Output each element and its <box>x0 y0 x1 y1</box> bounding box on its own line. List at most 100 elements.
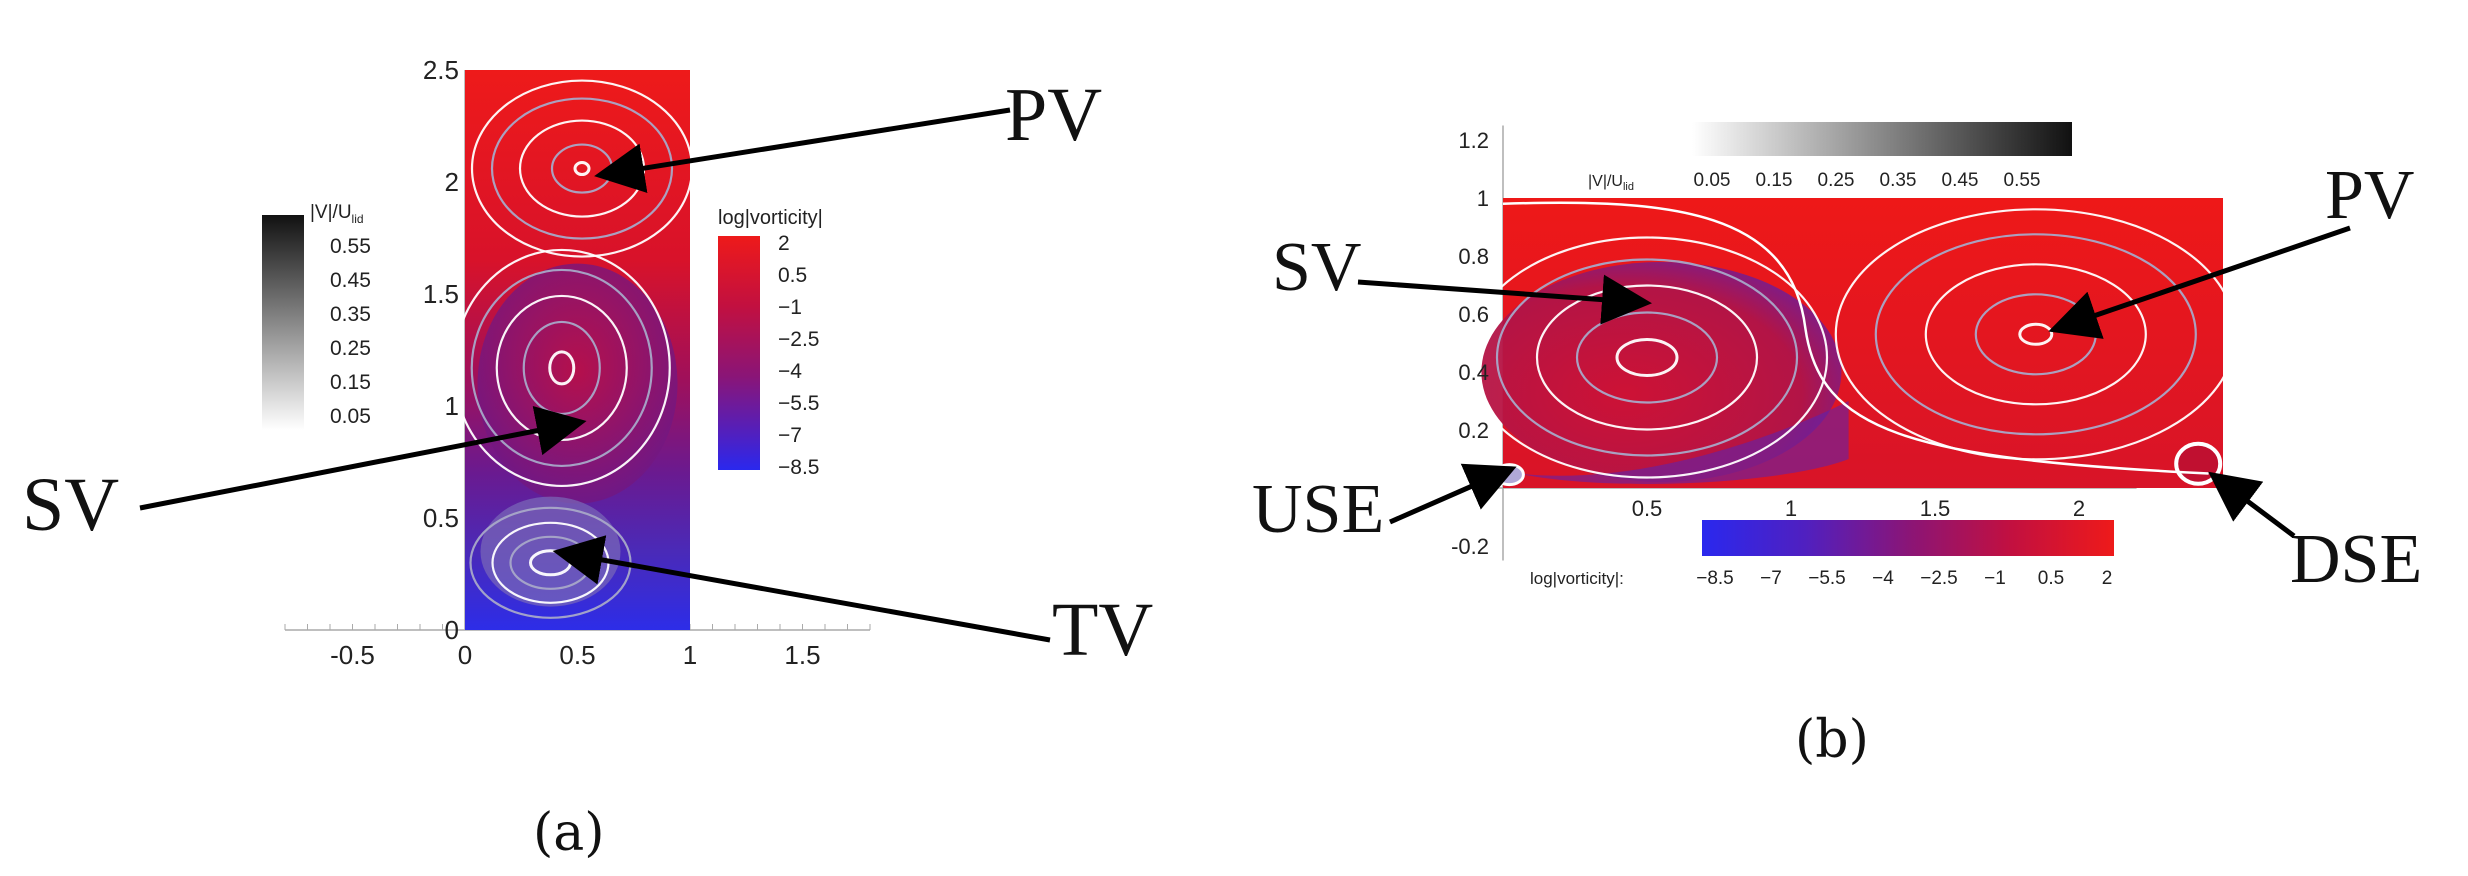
panel-b-y-tick-label: 1 <box>1477 186 1489 211</box>
panel-a-sv-streamline <box>470 268 653 468</box>
panel-b-vorticity-field <box>1481 198 2223 488</box>
panel-a-arrow-tv <box>552 535 1051 643</box>
panel-b-pv-streamline <box>1874 233 2197 436</box>
panel-b-arrow-pv <box>2048 225 2351 339</box>
panel-b-vorticity-colorbar: log|vorticity|: −8.5 −7 −5.5 −4 −2.5 −1 0.5 2 <box>1530 520 2114 589</box>
panel-b-label-pv: PV <box>2325 157 2414 234</box>
panel-b-y-tick-label: 0.4 <box>1458 360 1489 385</box>
panel-a-y-tick-label: 1.5 <box>423 279 459 309</box>
panel-a-speed-colorbar-tick: 0.35 <box>330 303 371 326</box>
panel-b-x-tick-label: 0.5 <box>1632 496 1663 521</box>
panel-a-vorticity-colorbar-tick: −7 <box>778 424 802 447</box>
panel-a-vorticity-colorbar-tick: −1 <box>778 296 802 319</box>
panel-b-arrow-dse <box>2208 471 2296 539</box>
panel-a-speed-colorbar-tick: 0.55 <box>330 235 371 258</box>
panel-a-speed-colorbar-scale <box>262 215 304 430</box>
panel-b-vorticity-colorbar-tick: −7 <box>1760 568 1782 589</box>
panel-a-vorticity-colorbar-tick: −5.5 <box>778 392 819 415</box>
panel-b-x-tick-label: 1 <box>1785 496 1797 521</box>
panel-a-y-tick-label: 2 <box>445 167 459 197</box>
panel-b-speed-colorbar-tick: 0.55 <box>2004 170 2041 191</box>
panel-a-arrow-sv <box>139 406 587 511</box>
panel-b-arrow-use <box>1388 463 1517 525</box>
panel-a-label-tv: TV <box>1052 588 1153 672</box>
panel-b-sv-streamline <box>1495 258 1799 457</box>
panel-a-speed-colorbar-tick: 0.45 <box>330 269 371 292</box>
panel-b-y-tick-label: 0.8 <box>1458 244 1489 269</box>
panel-b-x-tick-label: 1.5 <box>1920 496 1951 521</box>
panel-a-speed-colorbar-tick: 0.25 <box>330 337 371 360</box>
panel-b-speed-colorbar-tick: 0.15 <box>1756 170 1793 191</box>
panel-a-y-tick-label: 1 <box>445 391 459 421</box>
panel-a-x-tick-label: -0.5 <box>330 640 375 670</box>
panel-a-x-tick-label: 0.5 <box>559 640 595 670</box>
panel-b-vorticity-colorbar-tick: 2 <box>2102 568 2113 589</box>
panel-b-speed-colorbar-tick: 0.25 <box>1818 170 1855 191</box>
panel-a-arrow-pv <box>594 107 1011 193</box>
panel-a-vorticity-colorbar-scale <box>718 236 760 470</box>
panel-a-vorticity-colorbar: log|vorticity| 2 0.5 −1 −2.5 −4 −5.5 −7 −8.5 <box>718 207 823 479</box>
panel-b-speed-colorbar-tick: 0.05 <box>1694 170 1731 191</box>
panel-b-vorticity-colorbar-tick: −1 <box>1984 568 2006 589</box>
panel-a-x-tick-label: 1 <box>683 640 697 670</box>
panel-b-label-use: USE <box>1252 471 1384 548</box>
panel-a-vorticity-colorbar-tick: −2.5 <box>778 328 819 351</box>
panel-b-speed-colorbar-tick: 0.35 <box>1880 170 1917 191</box>
panel-a: -0.5 0 0.5 1 1.5 0 0.5 1 1.5 2 2.5 |V|/Ulid 0.55 0.… <box>22 55 1153 863</box>
panel-b-label-sv: SV <box>1272 229 1361 306</box>
panel-b-dse-streamline <box>2174 441 2223 486</box>
panel-b-vorticity-colorbar-tick: −4 <box>1872 568 1894 589</box>
panel-b-y-tick-label: -0.2 <box>1451 534 1489 559</box>
panel-b-speed-colorbar-scale <box>1692 122 2072 156</box>
panel-a-vorticity-colorbar-tick: 0.5 <box>778 264 807 287</box>
panel-a-tick-labels: -0.5 0 0.5 1 1.5 0 0.5 1 1.5 2 2.5 <box>330 55 820 670</box>
panel-a-y-tick-label: 0.5 <box>423 503 459 533</box>
panel-b-x-tick-label: 2 <box>2073 496 2085 521</box>
panel-b-speed-colorbar-tick: 0.45 <box>1942 170 1979 191</box>
panel-a-pv-streamline <box>573 161 591 177</box>
panel-a-label: (a) <box>533 803 605 863</box>
panel-b-vorticity-colorbar-tick: 0.5 <box>2038 568 2064 589</box>
panel-b-vorticity-colorbar-tick: −8.5 <box>1696 568 1734 589</box>
panel-a-label-sv: SV <box>22 463 119 547</box>
panel-a-x-tick-label: 1.5 <box>784 640 820 670</box>
panel-b-vorticity-colorbar-tick: −5.5 <box>1808 568 1846 589</box>
panel-a-vorticity-colorbar-tick: −8.5 <box>778 456 819 479</box>
panel-a-pv-streamline <box>470 79 694 258</box>
panel-a-vortex-labels: PV SV TV <box>22 73 1153 672</box>
panel-a-y-tick-label: 0 <box>445 615 459 645</box>
panel-b-speed-colorbar: |V|/Ulid 0.05 0.15 0.25 0.35 0.45 0.55 <box>1588 122 2072 193</box>
panel-a-sv-streamline <box>452 248 671 488</box>
panel-b-label: (b) <box>1795 710 1869 770</box>
panel-b-vortex-labels: PV SV USE DSE <box>1252 157 2422 598</box>
panel-b-arrow-sv <box>1357 274 1652 325</box>
panel-b-vorticity-colorbar-title: log|vorticity|: <box>1530 569 1624 588</box>
panel-a-label-pv: PV <box>1005 73 1102 157</box>
panel-b-vorticity-colorbar-scale <box>1702 520 2114 556</box>
panel-b-y-tick-label: 0.2 <box>1458 418 1489 443</box>
panel-a-vorticity-colorbar-tick: 2 <box>778 232 790 255</box>
panel-a-x-tick-label: 0 <box>458 640 472 670</box>
panel-b-y-tick-label: 0.6 <box>1458 302 1489 327</box>
panel-a-speed-colorbar: |V|/Ulid 0.55 0.45 0.35 0.25 0.15 0.05 <box>262 202 371 430</box>
panel-a-sv-streamline <box>548 350 576 386</box>
panel-a-speed-colorbar-title: |V|/Ulid <box>310 202 364 226</box>
panel-a-pv-streamline <box>490 97 674 240</box>
panel-a-secondary-vortex-core <box>477 263 678 504</box>
panel-b-low-vorticity-band <box>1517 401 1849 484</box>
panel-b-y-tick-label: 1.2 <box>1458 128 1489 153</box>
panel-b-separatrix-streamline <box>1502 201 2209 475</box>
panel-b-sv-streamline <box>1465 236 1829 479</box>
panel-b-label-dse: DSE <box>2290 521 2422 598</box>
panel-a-speed-colorbar-tick: 0.05 <box>330 405 371 428</box>
panel-a-y-tick-label: 2.5 <box>423 55 459 85</box>
panel-b-pv-streamline <box>1924 263 2147 406</box>
panel-b-speed-colorbar-title: |V|/Ulid <box>1588 173 1634 193</box>
panel-a-vorticity-colorbar-tick: −4 <box>778 360 802 383</box>
panel-b-vorticity-colorbar-tick: −2.5 <box>1920 568 1958 589</box>
panel-a-vorticity-colorbar-title: log|vorticity| <box>718 207 823 229</box>
panel-a-speed-colorbar-tick: 0.15 <box>330 371 371 394</box>
